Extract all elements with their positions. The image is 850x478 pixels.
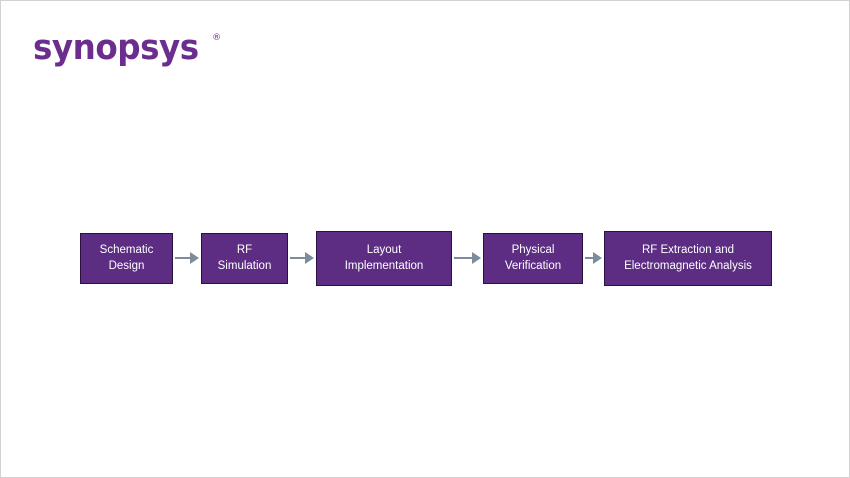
- flow-node-schematic-design[interactable]: Schematic Design: [80, 233, 173, 284]
- arrow-head-icon: [305, 252, 314, 264]
- arrow-shaft: [175, 257, 190, 259]
- synopsys-wordmark: synopsys: [33, 28, 199, 68]
- flow-node-label: RF Simulation: [217, 244, 272, 272]
- flow-node-layout-implementation[interactable]: Layout Implementation: [316, 231, 452, 286]
- arrow-head-icon: [593, 252, 602, 264]
- flow-node-rf-simulation[interactable]: RF Simulation: [201, 233, 288, 284]
- flow-node-physical-verification[interactable]: Physical Verification: [483, 233, 583, 284]
- arrow-shaft: [585, 257, 593, 259]
- arrow-shaft: [454, 257, 472, 259]
- flow-node-label: Physical Verification: [504, 244, 562, 272]
- flow-node-label: Schematic Design: [99, 244, 154, 272]
- flow-arrow-physical-verification-to-rf-extraction-electromagnetic-analysis: [585, 251, 602, 265]
- flow-arrow-layout-implementation-to-physical-verification: [454, 251, 481, 265]
- flow-node-label: RF Extraction and Electromagnetic Analys…: [624, 244, 752, 272]
- flow-node-label: Layout Implementation: [344, 244, 424, 272]
- arrow-head-icon: [472, 252, 481, 264]
- registered-trademark-icon: ®: [212, 33, 222, 43]
- flow-node-rf-extraction-electromagnetic-analysis[interactable]: RF Extraction and Electromagnetic Analys…: [604, 231, 772, 286]
- arrow-shaft: [290, 257, 305, 259]
- arrow-head-icon: [190, 252, 199, 264]
- flow-arrow-rf-simulation-to-layout-implementation: [290, 251, 314, 265]
- flow-arrow-schematic-design-to-rf-simulation: [175, 251, 199, 265]
- synopsys-logo: synopsys ®: [33, 31, 221, 66]
